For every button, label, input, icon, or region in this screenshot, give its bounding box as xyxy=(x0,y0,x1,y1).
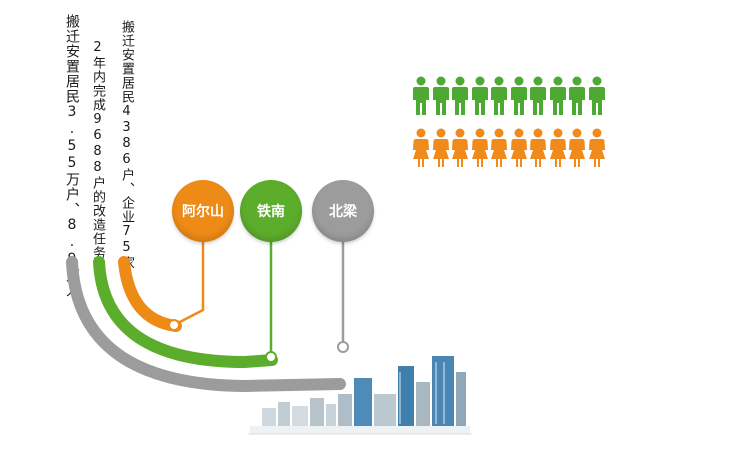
male-person-icon xyxy=(569,76,585,115)
male-person-icon xyxy=(510,76,527,115)
male-person-icon xyxy=(471,76,488,115)
male-person-icon xyxy=(413,76,429,115)
orange-leader-line xyxy=(175,238,205,326)
female-person-icon xyxy=(452,128,468,167)
green-arc xyxy=(93,256,278,369)
male-person-icon xyxy=(432,76,449,115)
city-skyline-illustration xyxy=(248,356,472,435)
male-person-icon xyxy=(452,76,468,115)
orange-leader-dot xyxy=(168,319,180,331)
text-column-1: 搬迁安置居民3.55万户、8.9万人 xyxy=(64,14,80,298)
female-person-icon xyxy=(432,128,449,167)
badge-aershan: 阿尔山 xyxy=(172,180,234,242)
female-person-icon xyxy=(413,128,429,167)
male-person-icon xyxy=(588,76,605,115)
male-person-icon xyxy=(491,76,507,115)
male-person-icon xyxy=(530,76,546,115)
text-column-2: 2年内完成9688户的改造任务 xyxy=(90,40,105,260)
orange-arc xyxy=(118,256,182,332)
badge-beiliang: 北梁 xyxy=(312,180,374,242)
people-icon-grid xyxy=(412,76,612,172)
female-person-icon xyxy=(588,128,605,167)
female-person-icon xyxy=(569,128,585,167)
gray-arc xyxy=(66,256,346,393)
text-column-3: 搬迁安置居民4386户、企业75家 xyxy=(119,20,134,270)
female-person-icon xyxy=(510,128,527,167)
green-leader-dot xyxy=(265,351,277,363)
gray-leader-dot xyxy=(337,341,349,353)
female-person-icon xyxy=(471,128,488,167)
female-person-icon xyxy=(491,128,507,167)
male-person-icon xyxy=(549,76,566,115)
female-person-icon xyxy=(549,128,566,167)
female-person-icon xyxy=(530,128,546,167)
badge-tienan: 铁南 xyxy=(240,180,302,242)
